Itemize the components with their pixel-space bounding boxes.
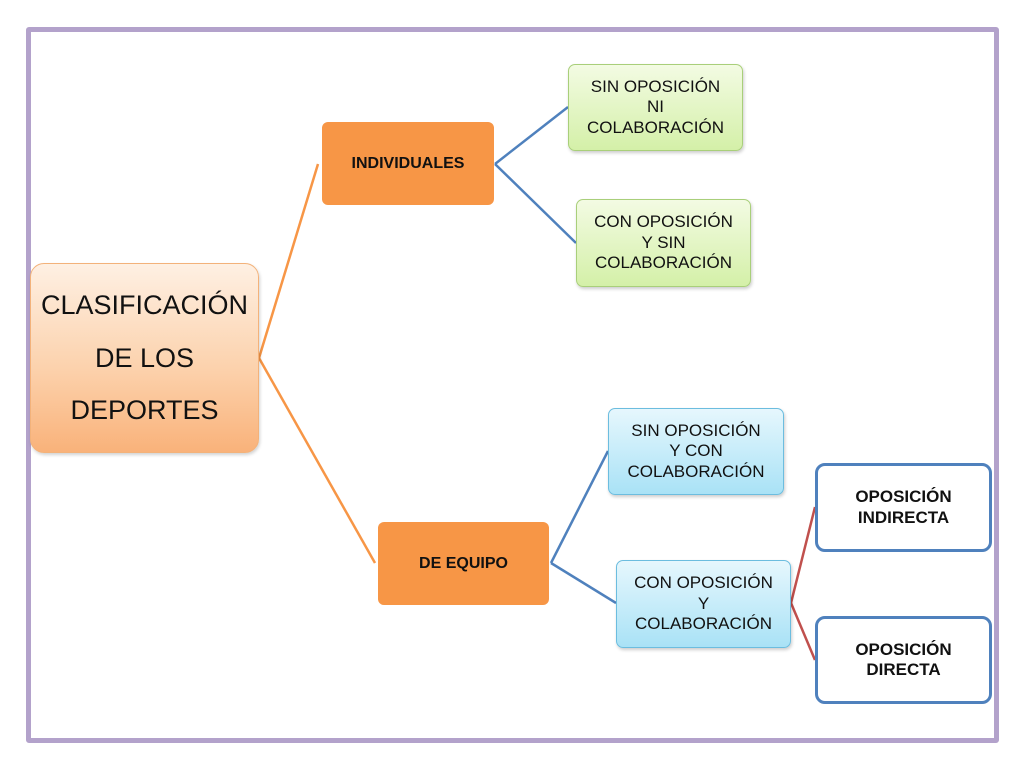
node-label: OPOSICIÓN DIRECTA — [855, 639, 952, 679]
node-label: CON OPOSICIÓN Y COLABORACIÓN — [634, 573, 773, 634]
connector-equipo-con-op-y — [550, 561, 617, 605]
node-label: OPOSICIÓN INDIRECTA — [855, 487, 952, 527]
connector-root-equipo — [257, 357, 377, 564]
connector-con-op-y-indirecta — [789, 506, 817, 604]
node-oposicion-indirecta: OPOSICIÓN INDIRECTA — [815, 463, 992, 552]
root-node-clasificacion: CLASIFICACIÓN DE LOS DEPORTES — [30, 263, 259, 453]
connector-equipo-sin-op-con — [549, 450, 610, 564]
connector-individuales-con-op-sin — [494, 163, 577, 244]
node-label: CON OPOSICIÓN Y SIN COLABORACIÓN — [594, 212, 733, 273]
node-con-oposicion-sin-colaboracion: CON OPOSICIÓN Y SIN COLABORACIÓN — [576, 199, 751, 287]
node-label: SIN OPOSICIÓN Y CON COLABORACIÓN — [627, 420, 765, 481]
node-individuales: INDIVIDUALES — [322, 122, 494, 205]
connector-individuales-sin-op-ni — [494, 106, 569, 165]
node-de-equipo: DE EQUIPO — [378, 522, 549, 605]
node-oposicion-directa: OPOSICIÓN DIRECTA — [815, 616, 992, 704]
node-con-oposicion-y-colaboracion: CON OPOSICIÓN Y COLABORACIÓN — [616, 560, 791, 648]
node-label: SIN OPOSICIÓN NI COLABORACIÓN — [587, 76, 724, 137]
root-label: CLASIFICACIÓN DE LOS DEPORTES — [40, 290, 249, 426]
node-label: INDIVIDUALES — [351, 154, 465, 172]
node-sin-oposicion-con-colaboracion: SIN OPOSICIÓN Y CON COLABORACIÓN — [608, 408, 784, 495]
connector-root-individuales — [257, 163, 320, 359]
slide-frame — [26, 27, 999, 743]
connector-con-op-y-directa — [789, 602, 817, 661]
node-label: DE EQUIPO — [419, 554, 508, 572]
node-sin-oposicion-ni-colaboracion: SIN OPOSICIÓN NI COLABORACIÓN — [568, 64, 743, 151]
